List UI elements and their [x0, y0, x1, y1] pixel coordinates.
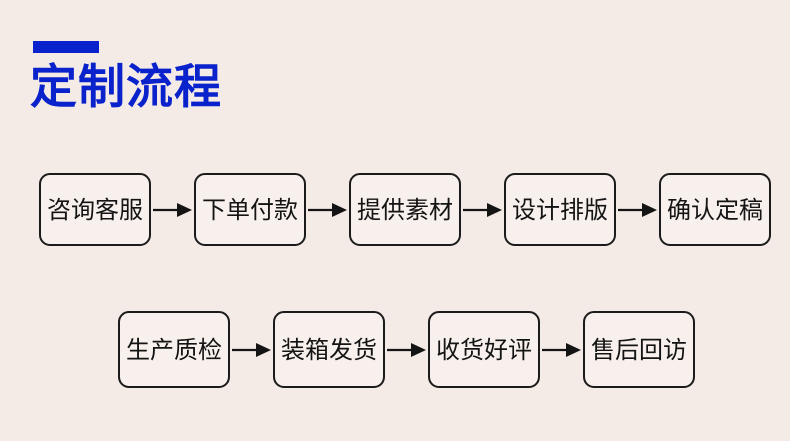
- flow-row-2: 生产质检 装箱发货 收货好评 售后回访: [118, 311, 695, 388]
- flow-node-label: 咨询客服: [47, 195, 143, 224]
- flow-node-label: 确认定稿: [667, 195, 763, 224]
- flow-node-confirm-final-draft: 确认定稿: [659, 173, 771, 246]
- flow-node-label: 售后回访: [591, 335, 687, 364]
- arrow-right-icon: [153, 202, 192, 217]
- flow-node-label: 收货好评: [436, 335, 532, 364]
- arrow-right-icon: [618, 202, 657, 217]
- flow-node-after-sales-followup: 售后回访: [583, 311, 695, 388]
- arrow-right-icon: [232, 342, 271, 357]
- flow-node-packing-shipping: 装箱发货: [273, 311, 385, 388]
- flow-node-order-payment: 下单付款: [194, 173, 306, 246]
- flow-node-production-inspection: 生产质检: [118, 311, 230, 388]
- flow-node-label: 提供素材: [357, 195, 453, 224]
- flow-node-label: 装箱发货: [281, 335, 377, 364]
- flow-node-design-layout: 设计排版: [504, 173, 616, 246]
- arrow-right-icon: [463, 202, 502, 217]
- page-title: 定制流程: [30, 60, 222, 115]
- flow-node-provide-materials: 提供素材: [349, 173, 461, 246]
- flow-node-label: 生产质检: [126, 335, 222, 364]
- arrow-right-icon: [308, 202, 347, 217]
- flow-node-label: 下单付款: [202, 195, 298, 224]
- arrow-right-icon: [387, 342, 426, 357]
- flow-node-receive-review: 收货好评: [428, 311, 540, 388]
- arrow-right-icon: [542, 342, 581, 357]
- flow-node-label: 设计排版: [512, 195, 608, 224]
- title-accent-bar: [33, 41, 99, 53]
- flow-node-consult: 咨询客服: [39, 173, 151, 246]
- flow-row-1: 咨询客服 下单付款 提供素材 设计排版 确认定稿: [39, 173, 771, 246]
